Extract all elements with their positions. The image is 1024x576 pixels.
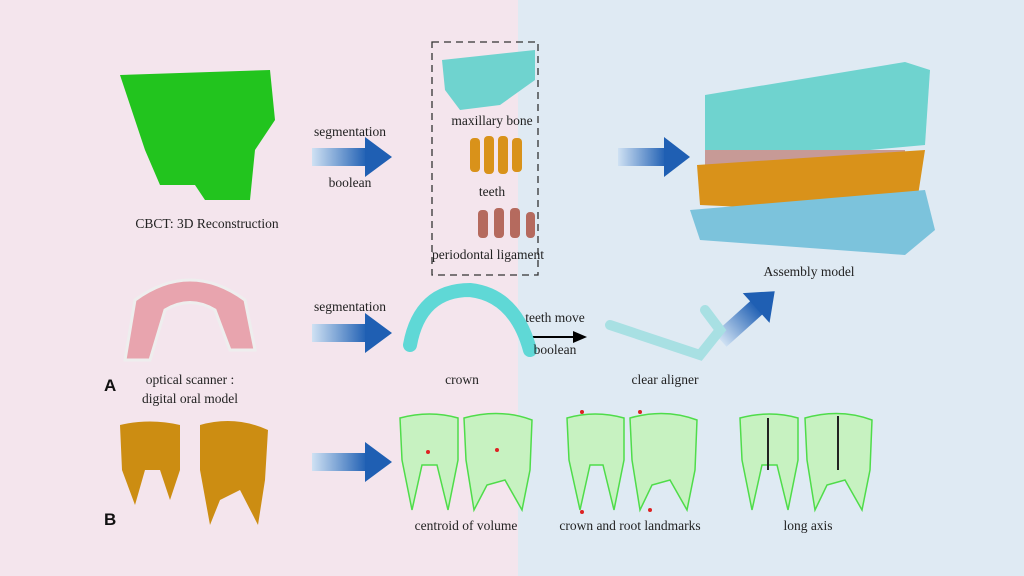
step-boolean-1: boolean (328, 175, 372, 190)
optical-scan-model (123, 278, 257, 362)
ligament-label: periodontal ligament (431, 247, 545, 262)
crown-arch (403, 282, 537, 357)
arrow-row1-right (618, 137, 690, 177)
panel-label-b: B (104, 510, 117, 529)
optical-label-1: optical scanner : (145, 372, 235, 387)
crown-label: crown (445, 372, 479, 387)
cbct-label: CBCT: 3D Reconstruction (135, 216, 279, 231)
arrow-row3 (312, 442, 392, 482)
aligner-label: clear aligner (631, 372, 699, 387)
step-segmentation-1: segmentation (314, 124, 386, 139)
long-axis-label: long axis (783, 518, 833, 533)
tooth-models (120, 421, 268, 525)
long-axis-lines (767, 416, 839, 470)
optical-label-2: digital oral model (142, 391, 238, 406)
maxillary-bone-label: maxillary bone (451, 113, 533, 128)
assembly-label: Assembly model (763, 264, 855, 279)
parts-box (431, 41, 539, 276)
teeth-label: teeth (478, 184, 506, 199)
cbct-skull (120, 70, 275, 200)
mesh-teeth (399, 412, 873, 513)
centroid-points (426, 410, 652, 514)
centroid-label: centroid of volume (414, 518, 518, 533)
arrow-row1-left (312, 137, 392, 177)
panel-label-a: A (104, 376, 117, 395)
aligner-arch (605, 305, 727, 361)
arrow-row2 (312, 313, 392, 353)
arrow-diagonal (714, 291, 775, 347)
boolean-label-2: boolean (533, 342, 577, 357)
maxillary-bone (442, 50, 535, 110)
teeth-parts (470, 136, 522, 174)
step-segmentation-2: segmentation (314, 299, 386, 314)
ligament-parts (478, 208, 535, 238)
landmarks-label: crown and root landmarks (559, 518, 701, 533)
assembly-model (690, 62, 935, 255)
teeth-move-label: teeth move (525, 310, 585, 325)
